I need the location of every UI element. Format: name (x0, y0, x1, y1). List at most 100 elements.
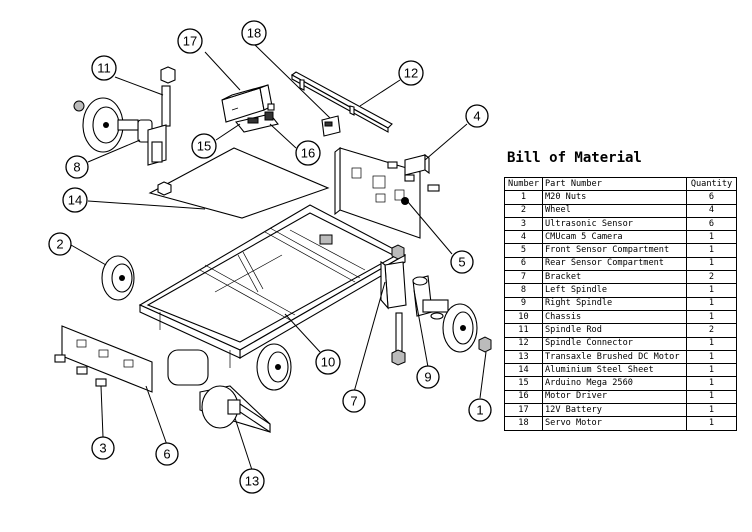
svg-text:16: 16 (301, 146, 315, 161)
bom-cell-number: 12 (504, 336, 543, 351)
bom-cell-part: Arduino Mega 2560 (541, 376, 688, 391)
bom-cell-quantity: 4 (686, 203, 737, 218)
bom-cell-number: 1 (504, 190, 543, 205)
callout-8: 8 (65, 155, 89, 179)
leader-lines (70, 44, 487, 471)
bom-cell-part: CMUcam 5 Camera (541, 230, 688, 245)
callout-10: 10 (315, 349, 341, 375)
bom-cell-quantity: 1 (686, 389, 737, 405)
bom-header-row: Number Part Number Quantity (504, 176, 737, 192)
bom-cell-number: 3 (504, 216, 543, 232)
bom-header-number: Number (504, 176, 543, 192)
bom-header-quantity: Quantity (686, 176, 737, 192)
svg-text:13: 13 (245, 474, 259, 489)
bom-cell-part: M20 Nuts (541, 190, 688, 205)
bom-cell-number: 8 (504, 283, 543, 298)
wheel-rear-right (256, 343, 292, 391)
callout-18: 18 (241, 20, 267, 46)
callout-5: 5 (450, 250, 474, 274)
svg-text:14: 14 (68, 193, 82, 208)
servo-motor (321, 115, 341, 137)
bom-title: Bill of Material (507, 150, 642, 166)
svg-text:2: 2 (56, 237, 63, 252)
svg-text:18: 18 (247, 26, 261, 41)
callout-17: 17 (177, 28, 203, 54)
chassis-frame (138, 204, 407, 368)
wheel-front-right (442, 303, 478, 353)
callout-4: 4 (465, 104, 489, 128)
bom-cell-number: 14 (504, 363, 543, 378)
bom-cell-quantity: 1 (686, 363, 737, 378)
bom-cell-quantity: 1 (686, 230, 737, 245)
bracket-nut-top (391, 244, 405, 260)
bom-cell-number: 15 (504, 376, 543, 391)
bom-cell-part: Rear Sensor Compartment (541, 256, 688, 272)
bom-cell-part: 12V Battery (541, 403, 688, 418)
callout-2: 2 (48, 232, 72, 256)
bom-cell-part: Transaxle Brushed DC Motor (541, 349, 688, 365)
bom-cell-number: 17 (504, 403, 543, 418)
camera (404, 153, 430, 176)
bom-cell-quantity: 1 (686, 309, 737, 325)
bom-cell-number: 13 (504, 349, 543, 365)
bracket (380, 260, 407, 310)
wheel-front-left (82, 97, 139, 153)
svg-text:15: 15 (197, 139, 211, 154)
bom-cell-part: Servo Motor (541, 416, 688, 431)
callout-7: 7 (342, 389, 366, 413)
svg-text:4: 4 (473, 109, 480, 124)
callout-12: 12 (398, 60, 424, 86)
bom-cell-quantity: 1 (686, 376, 737, 391)
bom-cell-part: Aluminium Steel Sheet (541, 363, 688, 378)
bom-cell-quantity: 2 (686, 323, 737, 338)
bom-cell-quantity: 1 (686, 256, 737, 272)
right-spindle-assembly (391, 275, 449, 366)
bom-cell-number: 11 (504, 323, 543, 338)
transaxle-motor (167, 349, 271, 434)
bom-cell-part: Motor Driver (541, 389, 688, 405)
svg-text:17: 17 (183, 34, 197, 49)
motor-driver (264, 103, 275, 121)
bom-cell-quantity: 1 (686, 243, 737, 258)
callout-9: 9 (416, 365, 440, 389)
bom-cell-number: 4 (504, 230, 543, 245)
svg-text:1: 1 (476, 403, 483, 418)
bom-header-part: Part Number (541, 176, 688, 192)
rear-sensor-compartment (61, 325, 153, 393)
svg-text:5: 5 (458, 255, 465, 270)
callout-15: 15 (191, 133, 217, 159)
bom-cell-quantity: 1 (686, 296, 737, 311)
svg-text:11: 11 (97, 61, 111, 76)
callout-1: 1 (468, 398, 492, 422)
bom-cell-part: Ultrasonic Sensor (541, 216, 688, 232)
left-spindle-assembly (137, 66, 176, 196)
svg-text:9: 9 (424, 370, 431, 385)
bom-cell-part: Spindle Connector (541, 336, 688, 351)
aluminium-sheet (148, 147, 330, 219)
bom-cell-part: Spindle Rod (541, 323, 688, 338)
bom-cell-number: 18 (504, 416, 543, 431)
bom-cell-quantity: 1 (686, 336, 737, 351)
bom-cell-part: Front Sensor Compartment (541, 243, 688, 258)
wheel-nut-right (478, 336, 492, 353)
bom-cell-part: Right Spindle (541, 296, 688, 311)
svg-text:10: 10 (321, 355, 335, 370)
front-ultrasonic-sensors (387, 161, 440, 192)
bom-cell-part: Bracket (541, 270, 688, 285)
bom-cell-number: 5 (504, 243, 543, 258)
bom-cell-number: 2 (504, 203, 543, 218)
bom-cell-number: 16 (504, 389, 543, 405)
svg-text:6: 6 (163, 447, 170, 462)
svg-text:7: 7 (350, 394, 357, 409)
